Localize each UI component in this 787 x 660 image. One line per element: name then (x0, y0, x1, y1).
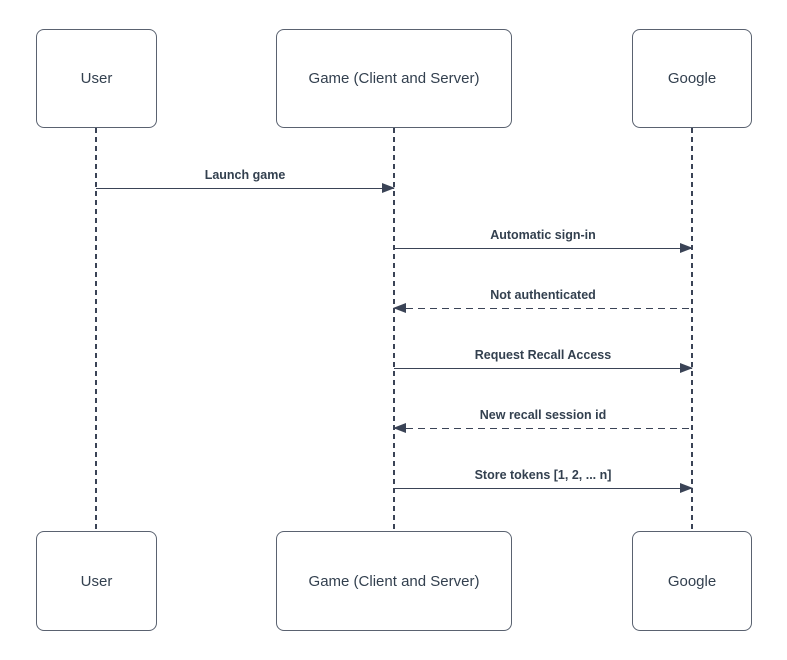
message-request-recall-access: Request Recall Access (394, 344, 693, 374)
message-label: New recall session id (479, 408, 607, 422)
actor-label-user-bottom: User (80, 572, 113, 590)
actor-box-user-top: User (36, 29, 157, 128)
message-label: Automatic sign-in (490, 228, 596, 242)
message-label: Launch game (204, 168, 286, 182)
message-label: Request Recall Access (474, 348, 612, 362)
arrowhead-right-icon (382, 183, 395, 194)
message-line (394, 487, 692, 489)
lifeline-google (691, 128, 693, 531)
actor-label-game-top: Game (Client and Server) (308, 70, 480, 87)
message-not-authenticated: Not authenticated (393, 284, 692, 314)
arrowhead-left-icon (393, 423, 406, 434)
message-line (394, 367, 692, 369)
arrowhead-left-icon (393, 303, 406, 314)
arrowhead-right-icon (680, 363, 693, 374)
lifeline-user (95, 128, 97, 531)
message-new-recall-session-id: New recall session id (393, 404, 692, 434)
actor-label-game-bottom: Game (Client and Server) (308, 572, 480, 590)
actor-box-game-top: Game (Client and Server) (276, 29, 512, 128)
actor-box-google-bottom: Google (632, 531, 752, 631)
message-label: Not authenticated (490, 288, 596, 302)
message-launch-game: Launch game (96, 164, 395, 194)
message-line (394, 427, 692, 429)
arrowhead-right-icon (680, 483, 693, 494)
message-line (394, 247, 692, 249)
lifeline-game (393, 128, 395, 531)
message-label: Store tokens [1, 2, ... n] (474, 468, 612, 482)
message-line (96, 187, 394, 189)
message-store-tokens: Store tokens [1, 2, ... n] (394, 464, 693, 494)
actor-box-google-top: Google (632, 29, 752, 128)
actor-box-user-bottom: User (36, 531, 157, 631)
arrowhead-right-icon (680, 243, 693, 254)
message-automatic-sign-in: Automatic sign-in (394, 224, 693, 254)
actor-box-game-bottom: Game (Client and Server) (276, 531, 512, 631)
actor-label-google-bottom: Google (667, 572, 717, 590)
actor-label-user-top: User (80, 70, 113, 87)
actor-label-google-top: Google (667, 70, 717, 87)
message-line (394, 307, 692, 309)
